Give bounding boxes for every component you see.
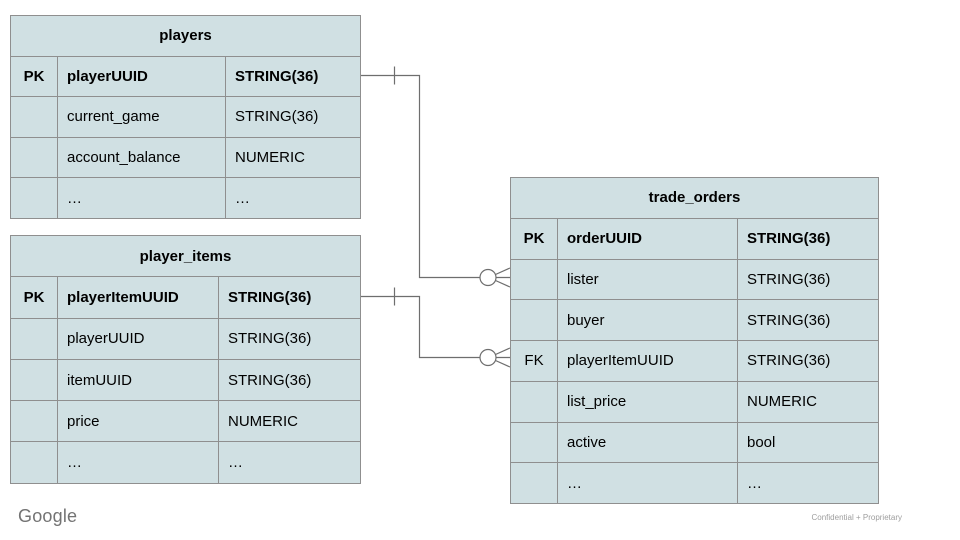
key-cell — [10, 317, 58, 360]
key-cell — [10, 441, 58, 484]
connector-line — [360, 74, 480, 279]
key-cell — [510, 299, 558, 341]
table-row: price NUMERIC — [10, 400, 362, 443]
type-cell: STRING(36) — [217, 358, 362, 402]
key-cell — [510, 258, 558, 301]
name-cell: active — [557, 421, 738, 464]
table-players-title: players — [9, 15, 362, 57]
type-cell: NUMERIC — [217, 400, 362, 443]
key-cell — [10, 136, 58, 179]
table-row: … … — [10, 177, 362, 219]
name-cell: orderUUID — [557, 217, 738, 260]
table-row: … … — [510, 462, 879, 504]
type-cell: bool — [737, 421, 879, 464]
key-cell — [10, 96, 58, 138]
name-cell: list_price — [557, 380, 738, 423]
table-trade-orders: trade_orders PK orderUUID STRING(36) lis… — [510, 177, 879, 504]
type-cell: STRING(36) — [217, 276, 362, 319]
table-players: players PK playerUUID STRING(36) current… — [9, 15, 362, 219]
table-row: PK playerItemUUID STRING(36) — [10, 276, 362, 319]
key-cell — [10, 177, 58, 219]
type-cell: NUMERIC — [737, 380, 879, 423]
type-cell: STRING(36) — [737, 299, 879, 341]
name-cell: buyer — [557, 299, 738, 341]
zero-circle — [479, 348, 497, 367]
key-cell: PK — [10, 55, 58, 98]
table-row: current_game STRING(36) — [10, 96, 362, 138]
table-row: buyer STRING(36) — [510, 299, 879, 341]
name-cell: lister — [557, 258, 738, 301]
crow-foot — [495, 267, 511, 288]
type-cell: STRING(36) — [737, 258, 879, 301]
name-cell: … — [557, 462, 738, 504]
type-cell: STRING(36) — [737, 217, 879, 260]
table-row: playerUUID STRING(36) — [10, 317, 362, 360]
key-cell: PK — [10, 276, 58, 319]
name-cell: current_game — [57, 96, 226, 138]
table-row: account_balance NUMERIC — [10, 136, 362, 179]
type-cell: NUMERIC — [224, 136, 362, 179]
table-row: active bool — [510, 421, 879, 464]
table-row: PK playerUUID STRING(36) — [10, 55, 362, 98]
table-row: list_price NUMERIC — [510, 380, 879, 423]
connector-players-trade-orders — [360, 66, 511, 288]
type-cell: … — [217, 441, 362, 484]
name-cell: itemUUID — [57, 358, 219, 402]
connector-line — [360, 295, 480, 359]
table-row: lister STRING(36) — [510, 258, 879, 301]
crow-foot — [495, 347, 511, 368]
key-cell — [510, 462, 558, 504]
type-cell: STRING(36) — [224, 55, 362, 98]
key-cell — [10, 400, 58, 443]
name-cell: price — [57, 400, 219, 443]
key-cell — [510, 380, 558, 423]
table-row: FK playerItemUUID STRING(36) — [510, 340, 879, 382]
connector-player-items-trade-orders — [360, 287, 511, 368]
type-cell: STRING(36) — [737, 340, 879, 382]
key-cell: PK — [510, 217, 558, 260]
name-cell: account_balance — [57, 136, 226, 179]
table-row: PK orderUUID STRING(36) — [510, 217, 879, 260]
name-cell: playerUUID — [57, 317, 219, 360]
name-cell: … — [57, 177, 226, 219]
name-cell: … — [57, 441, 219, 484]
name-cell: playerUUID — [57, 55, 226, 98]
table-row: … … — [10, 441, 362, 484]
type-cell: STRING(36) — [217, 317, 362, 360]
table-player-items: player_items PK playerItemUUID STRING(36… — [9, 234, 362, 484]
name-cell: playerItemUUID — [557, 340, 738, 382]
key-cell: FK — [510, 340, 558, 382]
google-logo: Google — [18, 506, 78, 526]
type-cell: STRING(36) — [224, 96, 362, 138]
table-row: itemUUID STRING(36) — [10, 358, 362, 402]
confidential-note: Confidential + Proprietary — [811, 513, 903, 522]
type-cell: … — [737, 462, 879, 504]
key-cell — [10, 358, 58, 402]
table-player-items-title: player_items — [9, 234, 362, 278]
key-cell — [510, 421, 558, 464]
name-cell: playerItemUUID — [57, 276, 219, 319]
table-trade-orders-title: trade_orders — [510, 177, 879, 219]
zero-circle — [479, 268, 497, 287]
type-cell: … — [224, 177, 362, 219]
